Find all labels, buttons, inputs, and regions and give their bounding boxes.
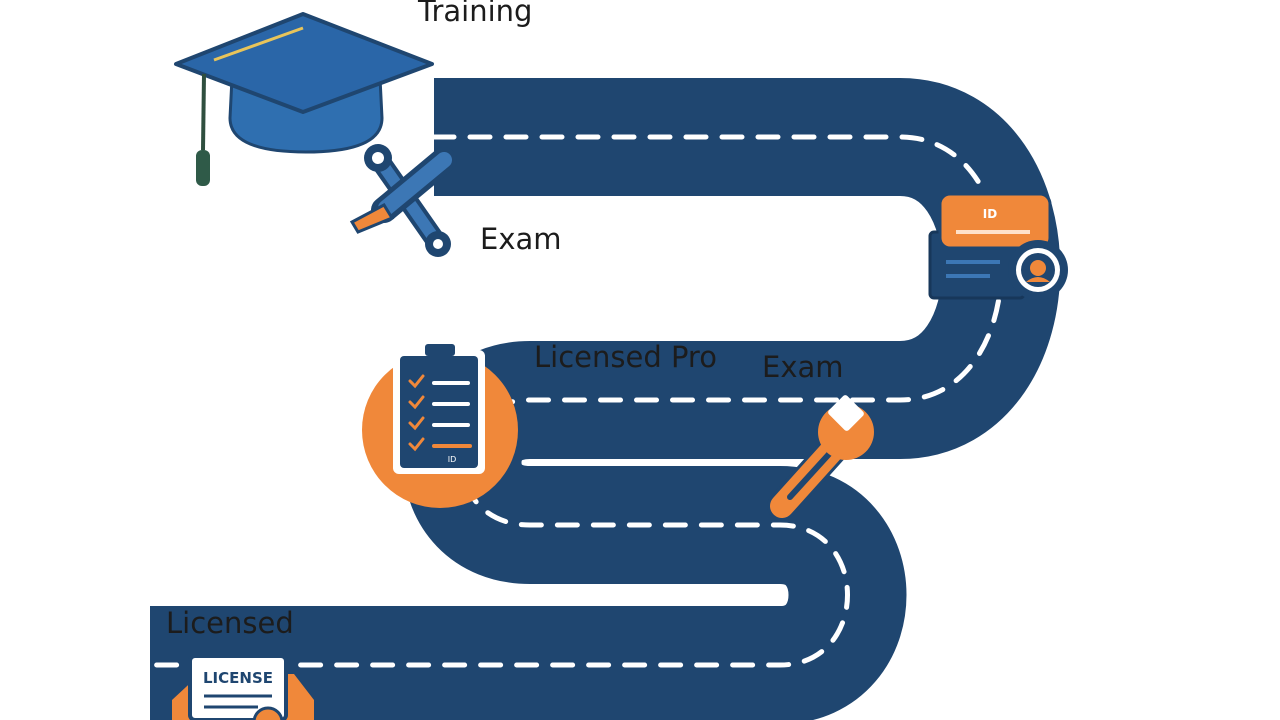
license-document-text: LICENSE <box>203 669 273 687</box>
graduation-cap-icon <box>174 12 434 186</box>
checklist-clipboard-icon: ID <box>362 344 518 508</box>
exam-label-2: Exam <box>762 350 844 384</box>
exam-label-1: Exam <box>480 222 562 256</box>
id-card-text: ID <box>983 207 997 221</box>
training-label: Training <box>418 0 533 28</box>
wrench-icon <box>767 395 874 521</box>
licensed-pro-label: Licensed Pro <box>534 340 717 374</box>
license-document-icon: LICENSE <box>172 654 314 720</box>
winding-road <box>147 78 1061 720</box>
wrench-screwdriver-icon <box>349 144 457 257</box>
licensed-label: Licensed <box>166 606 294 640</box>
id-card-icon: ID <box>928 192 1068 300</box>
clipboard-footer-text: ID <box>448 455 457 464</box>
